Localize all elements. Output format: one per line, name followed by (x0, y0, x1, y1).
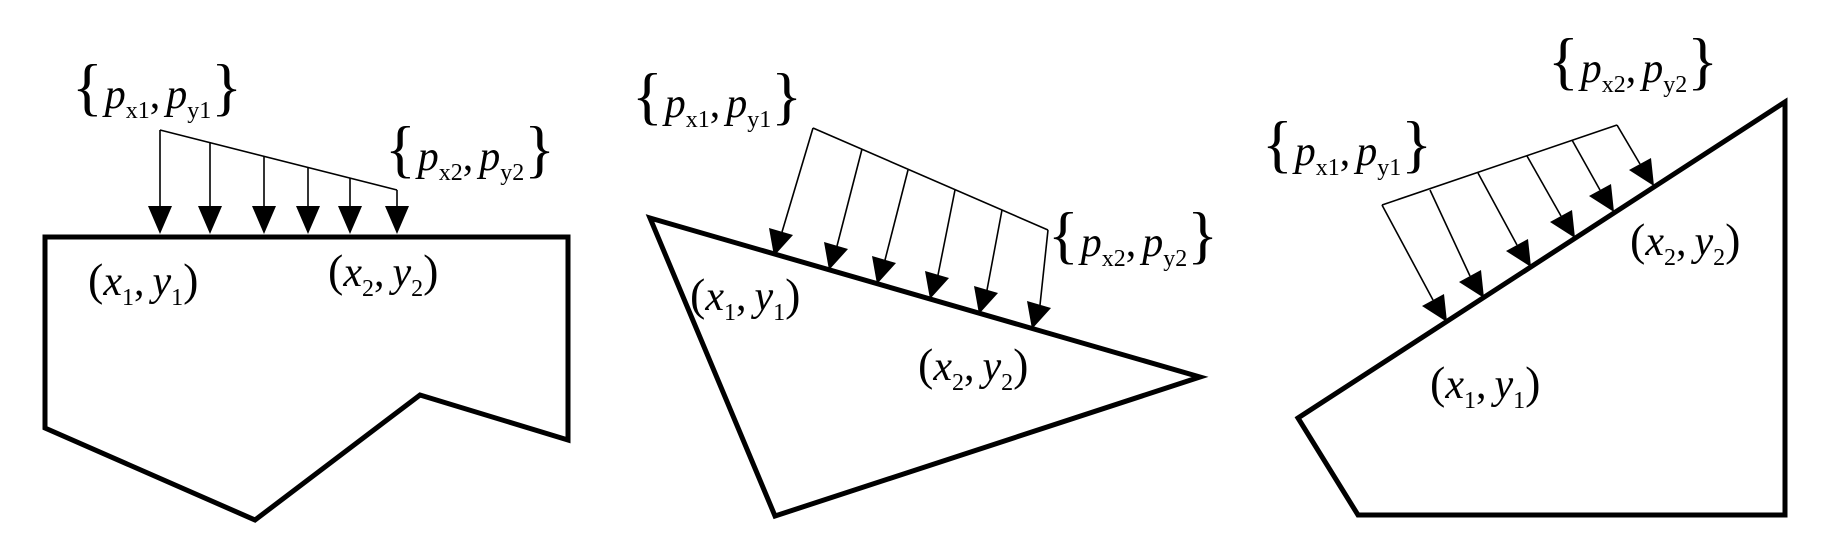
load-arrow (1616, 124, 1654, 186)
panel-1-point-1-label: (x1,y1) (88, 254, 198, 311)
load-arrow (1526, 155, 1575, 238)
load-arrow (385, 190, 409, 234)
panel-2-point-1-label: (x1,y1) (690, 269, 800, 326)
load-arrow (872, 169, 909, 284)
panel-2: {px1,py1} {px2,py2} (x1,y1) (x2,y2) (632, 60, 1218, 520)
panel-2-load-arrows (769, 127, 1051, 329)
panel-3-point-2-label: (x2,y2) (1630, 214, 1740, 271)
load-arrow (252, 156, 276, 234)
load-arrow (1027, 229, 1051, 329)
load-arrow (296, 167, 320, 234)
panel-2-load-end-label: {px2,py2} (1048, 199, 1218, 272)
load-arrow (769, 127, 814, 256)
panel-3-point-1-label: (x1,y1) (1430, 357, 1540, 414)
panel-3-load-end-label: {px2,py2} (1548, 25, 1718, 98)
load-arrow (148, 130, 172, 234)
panel-1-body (42, 234, 571, 523)
panel-1-load-start-label: {px1,py1} (72, 51, 242, 124)
load-arrow (1381, 204, 1447, 322)
load-arrow (1429, 189, 1484, 298)
panel-2-load-start-label: {px1,py1} (632, 60, 802, 133)
panel-3-load-arrows (1381, 124, 1654, 322)
panel-2-point-2-label: (x2,y2) (918, 339, 1028, 396)
panel-1: {px1,py1} {px2,py2} (x1,y1) (x2,y2) (42, 51, 571, 523)
load-arrow (974, 209, 1003, 314)
load-arrow (925, 189, 956, 299)
panel-2-body (645, 214, 1209, 520)
panel-1-load-envelope (159, 129, 398, 191)
panel-2-load-envelope (812, 127, 1049, 231)
panel-1-point-2-label: (x2,y2) (328, 245, 438, 302)
panel-3-load-envelope (1381, 124, 1618, 206)
load-arrow (1571, 139, 1614, 212)
load-arrow (824, 148, 863, 270)
panel-3: {px1,py1} {px2,py2} (x1,y1) (x2,y2) (1262, 25, 1788, 518)
load-arrow (338, 178, 362, 234)
panel-1-load-arrows (148, 130, 409, 234)
panel-1-load-end-label: {px2,py2} (385, 113, 555, 186)
load-arrow (198, 142, 222, 234)
panel-3-body (1294, 97, 1788, 518)
load-arrow (1477, 172, 1531, 267)
panel-3-load-start-label: {px1,py1} (1262, 108, 1432, 181)
